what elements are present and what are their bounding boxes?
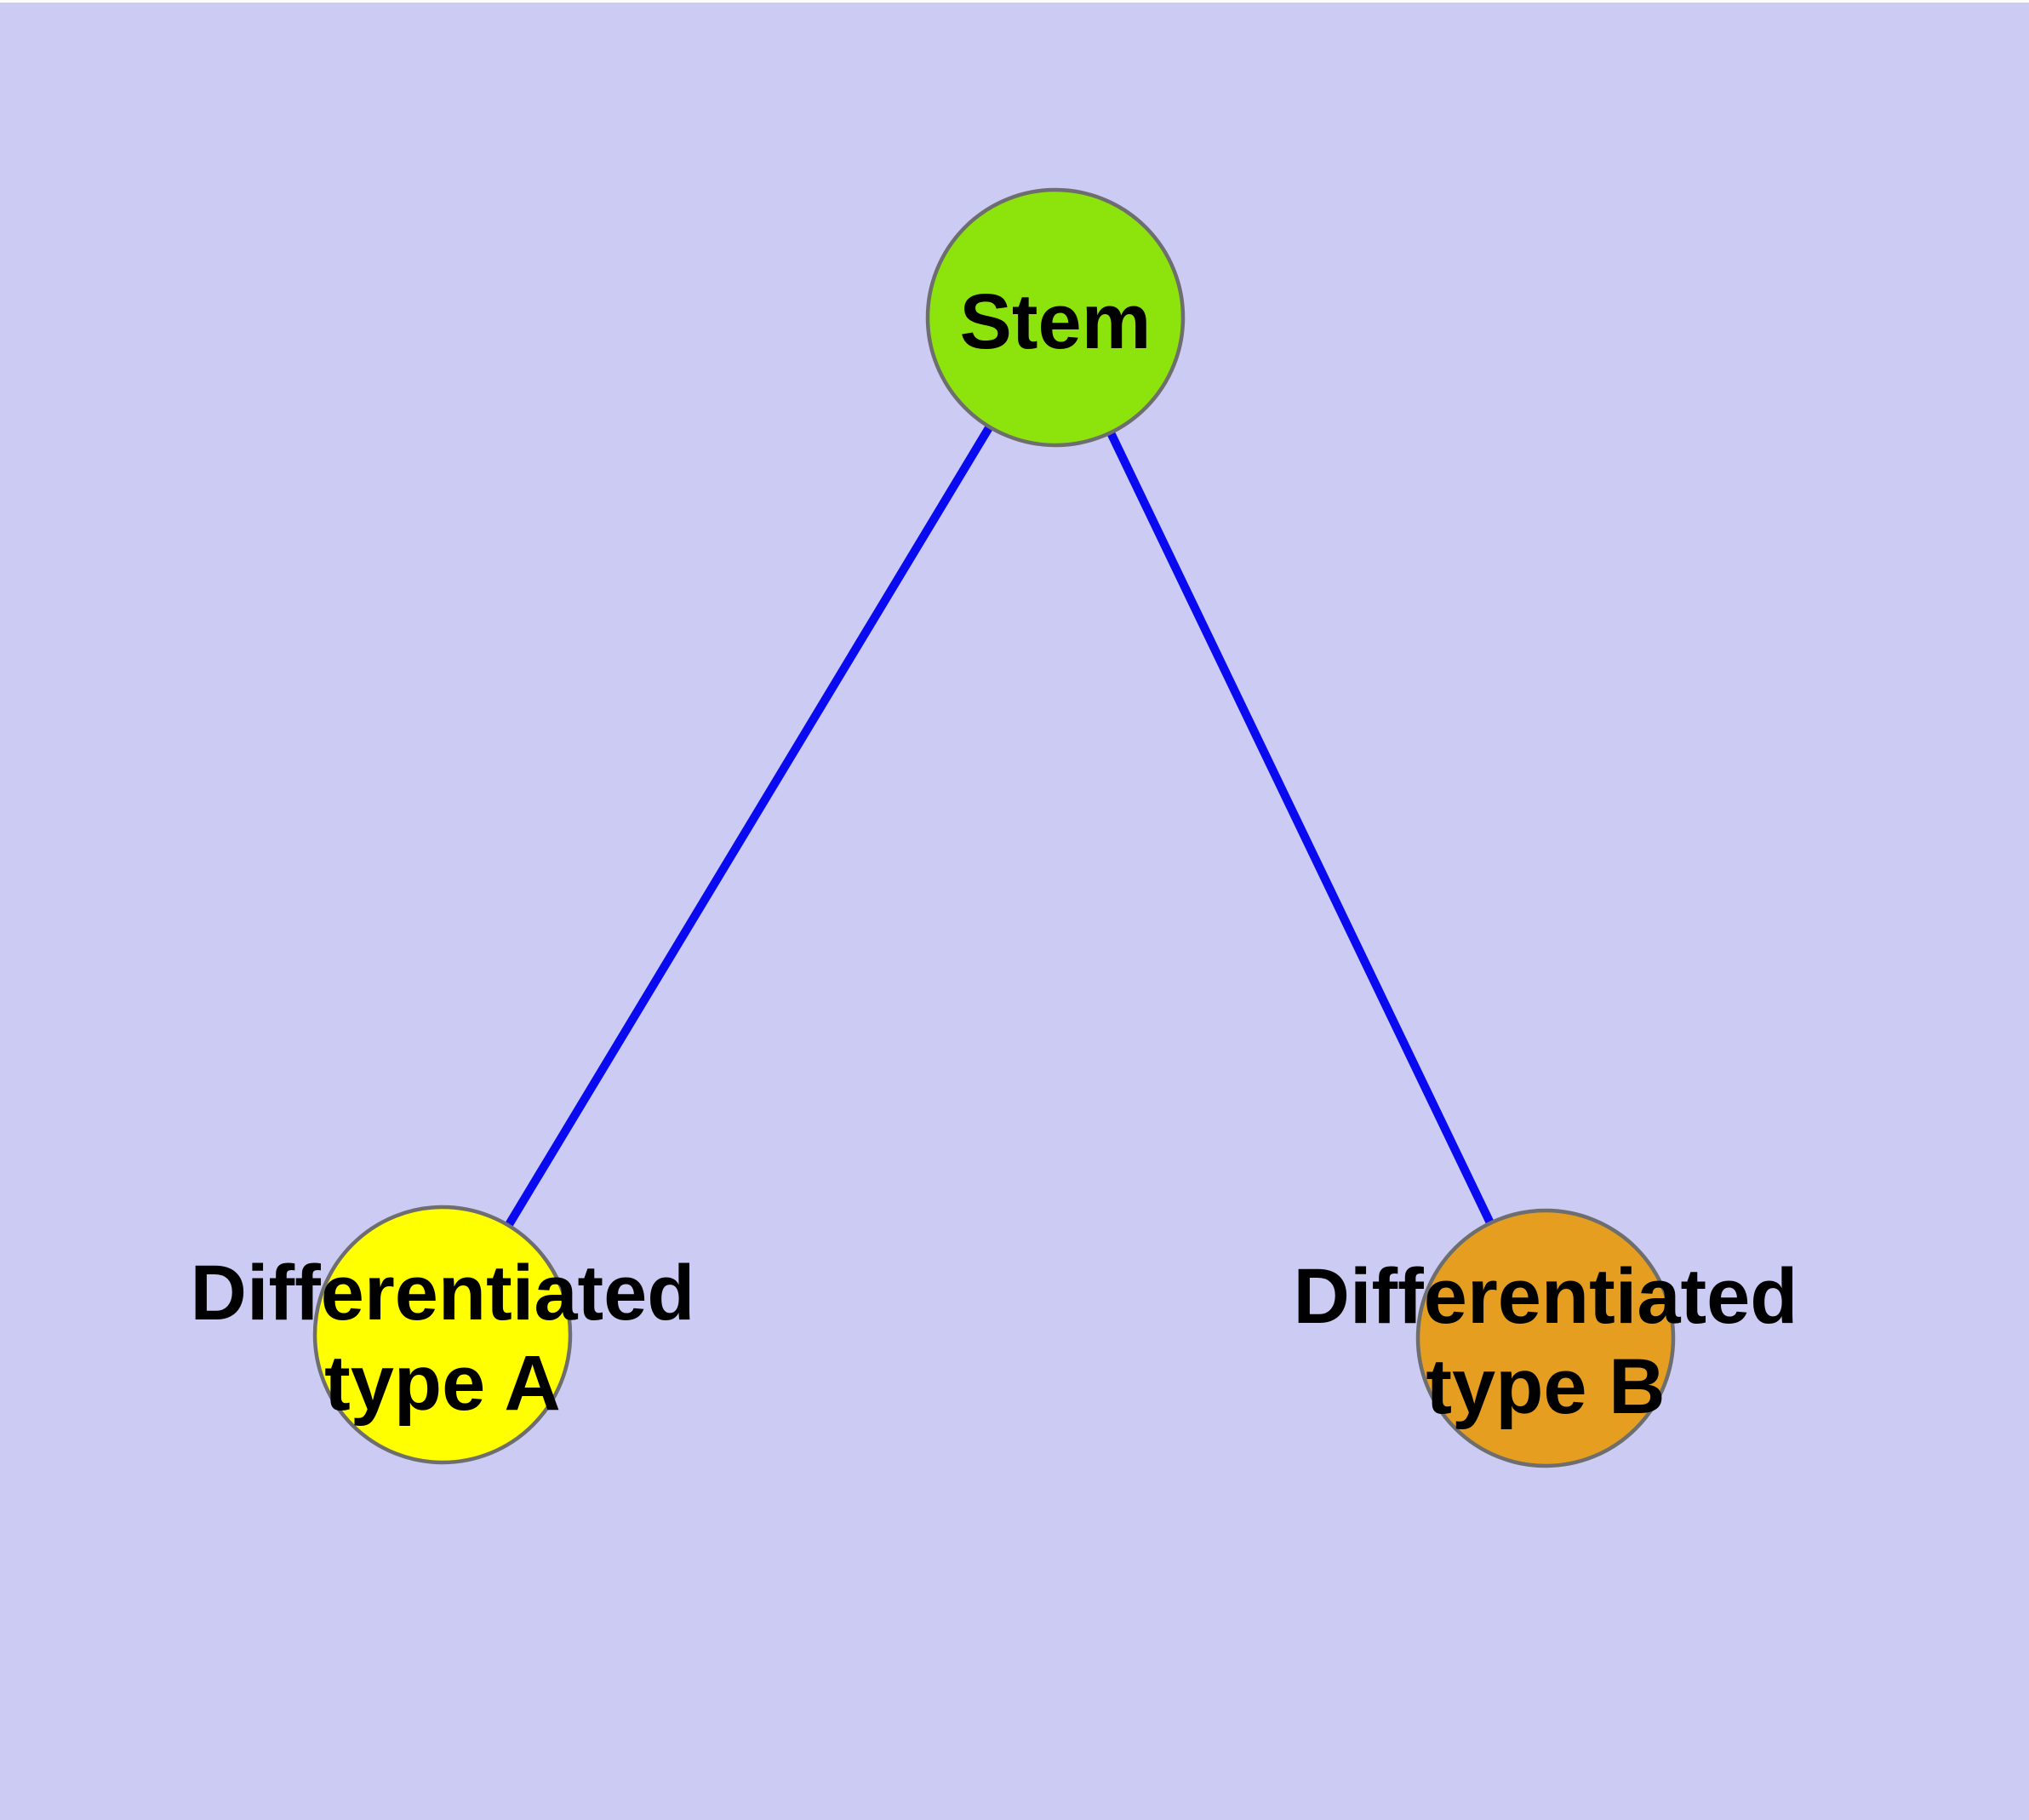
edge-stem-to-type-b [1051, 315, 1550, 1341]
edge-stem-to-type-a [438, 315, 1060, 1337]
node-stem-label: Stem [960, 278, 1152, 365]
node-differentiated-type-b [1415, 1208, 1676, 1468]
node-type-b-label-line2: type B [1426, 1343, 1665, 1430]
node-type-b-label-line1: Differentiated [1294, 1253, 1798, 1340]
node-differentiated-type-a [312, 1205, 573, 1465]
node-type-a-label-line2: type A [324, 1340, 561, 1427]
node-type-a-label-line1: Differentiated [191, 1250, 695, 1336]
node-stem [925, 187, 1186, 448]
